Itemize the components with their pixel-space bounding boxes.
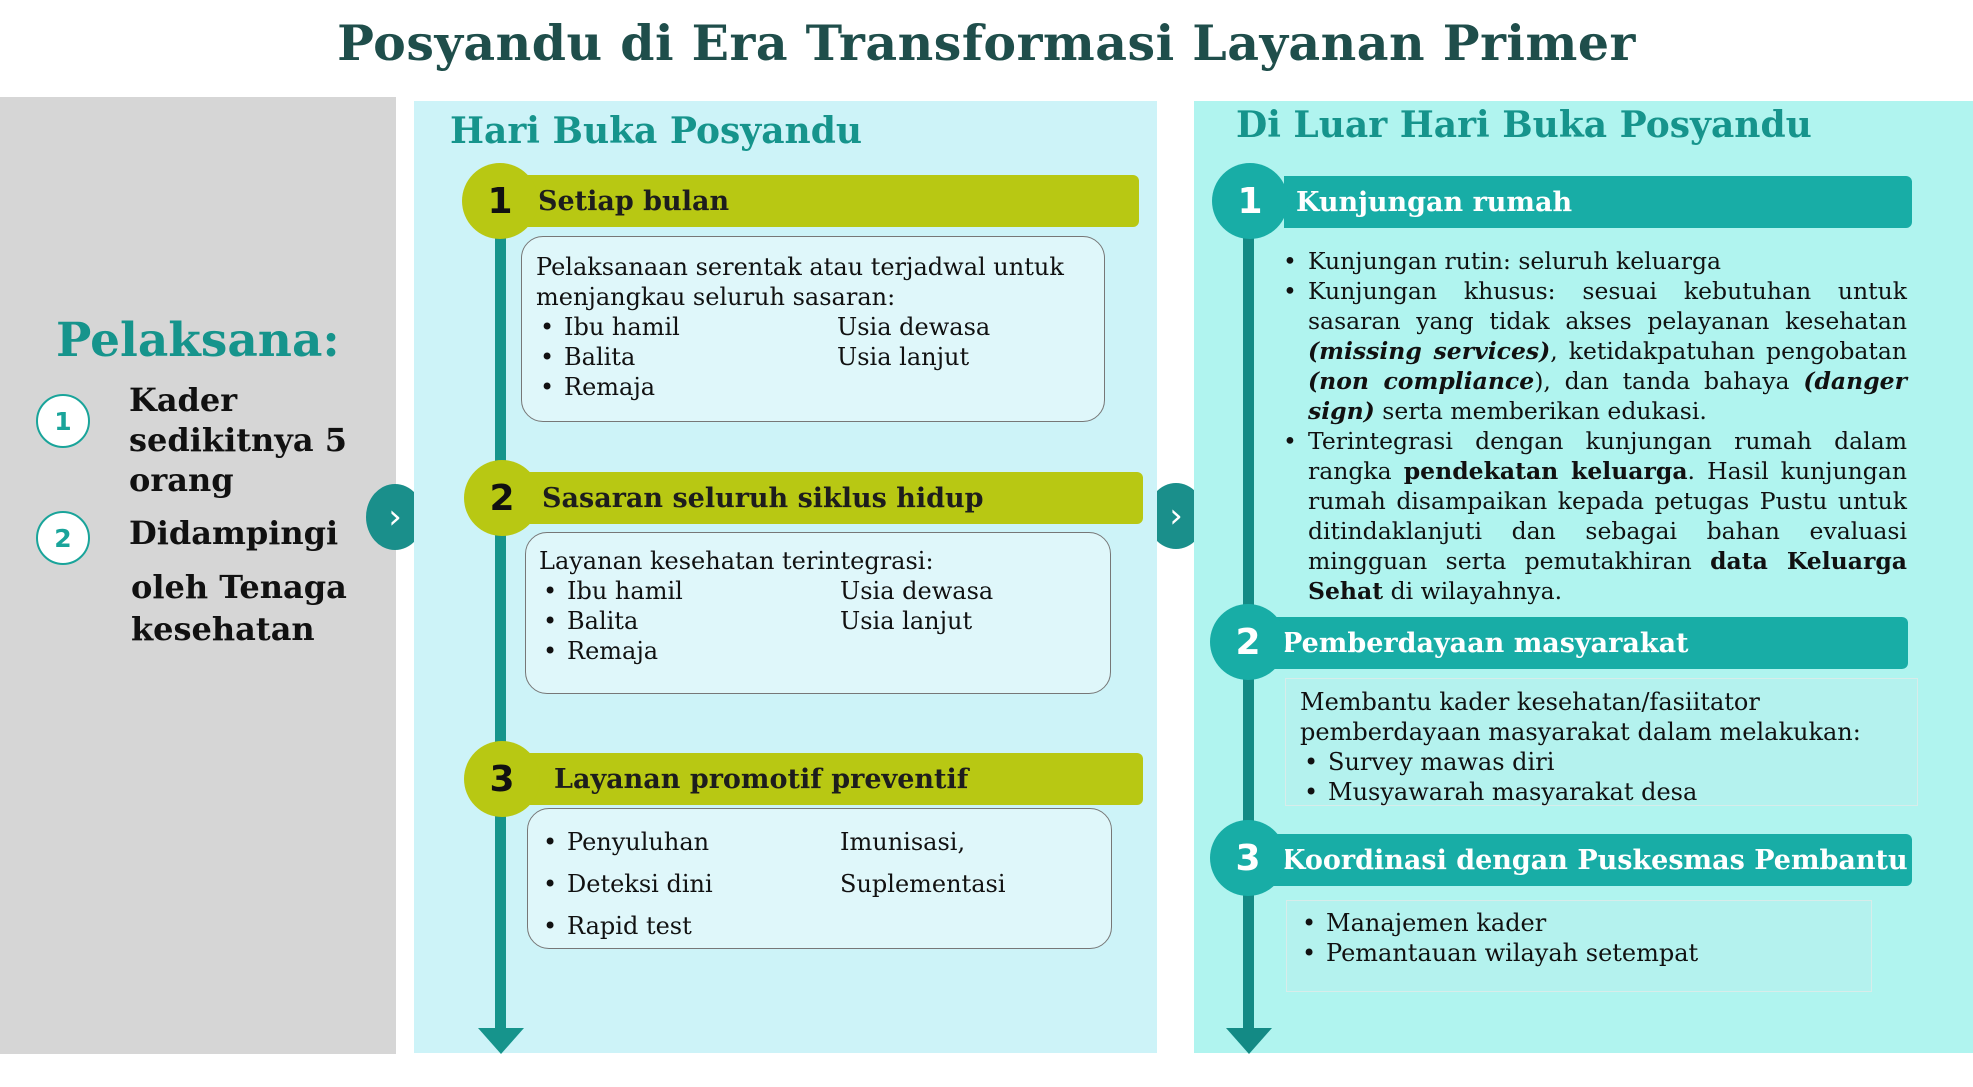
step-3-list-col2: Imunisasi, Suplementasi bbox=[840, 821, 1006, 905]
step-1-intro: Pelaksanaan serentak atau terjadwal untu… bbox=[536, 252, 1064, 312]
list-item: Musyawarah masyarakat desa bbox=[1300, 777, 1697, 807]
step-2-list-col2: Usia dewasa Usia lanjut bbox=[840, 576, 993, 636]
list-item: Remaja bbox=[536, 372, 680, 402]
bullet-text: serta memberikan edukasi. bbox=[1374, 397, 1707, 425]
right-step-1-number: 1 bbox=[1212, 163, 1288, 239]
step-2-intro: Layanan kesehatan terintegrasi: bbox=[539, 546, 934, 576]
list-item: Usia dewasa bbox=[840, 577, 994, 605]
bullet-emphasis: pendekatan keluarga bbox=[1403, 457, 1688, 485]
right-step-3-number: 3 bbox=[1210, 820, 1286, 896]
list-item: Kunjungan khusus: sesuai kebutuhan untuk… bbox=[1279, 276, 1907, 426]
bullet-emphasis: (non compliance bbox=[1308, 367, 1535, 395]
page-title: Posyandu di Era Transformasi Layanan Pri… bbox=[337, 14, 1636, 72]
list-item: Usia dewasa bbox=[837, 313, 991, 341]
pelaksana-item-1-line: orang bbox=[129, 461, 234, 499]
pelaksana-item-2: oleh Tenaga kesehatan bbox=[131, 566, 347, 650]
list-item: Usia lanjut bbox=[837, 343, 970, 371]
list-item: Ibu hamil bbox=[539, 576, 683, 606]
list-item: Imunisasi, bbox=[840, 828, 966, 856]
step-2-list-col1: Ibu hamil Balita Remaja bbox=[539, 576, 683, 666]
timeline-line bbox=[495, 200, 506, 1030]
list-item: Survey mawas diri bbox=[1300, 747, 1697, 777]
pelaksana-item-2-line-a: Didampingi bbox=[129, 514, 339, 552]
right-step-3-list: Manajemen kader Pemantauan wilayah setem… bbox=[1298, 908, 1698, 968]
list-item: Manajemen kader bbox=[1298, 908, 1698, 938]
right-step-1-title-bar: Kunjungan rumah bbox=[1284, 176, 1912, 228]
timeline-arrow-head bbox=[478, 1028, 524, 1054]
right-step-2-intro: Membantu kader kesehatan/fasiitator pemb… bbox=[1300, 687, 1861, 747]
luar-hari-buka-heading: Di Luar Hari Buka Posyandu bbox=[1236, 104, 1812, 146]
list-item: Balita bbox=[536, 342, 680, 372]
right-step-2-intro-line: pemberdayaan masyarakat dalam melakukan: bbox=[1300, 718, 1861, 746]
pelaksana-heading: Pelaksana: bbox=[56, 313, 340, 368]
step-3-title-bar: Layanan promotif preventif bbox=[522, 753, 1143, 805]
right-step-2-title-bar: Pemberdayaan masyarakat bbox=[1270, 617, 1908, 669]
pelaksana-item-1: Kader sedikitnya 5 orang bbox=[129, 380, 347, 500]
pelaksana-number-2: 2 bbox=[36, 511, 90, 565]
bullet-text: Kunjungan khusus: sesuai kebutuhan untuk… bbox=[1308, 277, 1907, 335]
right-step-2-number: 2 bbox=[1210, 604, 1286, 680]
list-item: Rapid test bbox=[539, 905, 713, 947]
bullet-emphasis: (danger sign) bbox=[1308, 367, 1907, 425]
step-3-number: 3 bbox=[464, 741, 540, 817]
step-2-number: 2 bbox=[464, 460, 540, 536]
step-2-intro-line: Layanan kesehatan terintegrasi: bbox=[539, 547, 934, 575]
list-item: Ibu hamil bbox=[536, 312, 680, 342]
bullet-text: . Hasil kunjungan rumah disampaikan kepa… bbox=[1308, 457, 1907, 575]
right-step-1-list: Kunjungan rutin: seluruh keluarga Kunjun… bbox=[1279, 246, 1907, 606]
list-item: Penyuluhan bbox=[539, 821, 713, 863]
step-1-title-bar: Setiap bulan bbox=[520, 175, 1139, 227]
step-1-list-col1: Ibu hamil Balita Remaja bbox=[536, 312, 680, 402]
pelaksana-item-1-line: sedikitnya 5 bbox=[129, 421, 348, 459]
bullet-text: ), dan tanda bahaya bbox=[1534, 367, 1804, 395]
pelaksana-panel bbox=[0, 97, 396, 1054]
bullet-emphasis: data Keluarga Sehat bbox=[1308, 547, 1907, 605]
list-item: Remaja bbox=[539, 636, 683, 666]
list-item: Pemantauan wilayah setempat bbox=[1298, 938, 1698, 968]
step-3-list-col1: Penyuluhan Deteksi dini Rapid test bbox=[539, 821, 713, 947]
bullet-text: Kunjungan rutin: seluruh keluarga bbox=[1308, 247, 1722, 275]
pelaksana-item-1-line: Kader bbox=[129, 381, 238, 419]
bullet-text: Terintegrasi dengan kunjungan rumah dala… bbox=[1308, 427, 1907, 485]
step-1-list-col2: Usia dewasa Usia lanjut bbox=[837, 312, 990, 372]
bullet-emphasis: (missing services) bbox=[1308, 337, 1551, 365]
pelaksana-number-1: 1 bbox=[36, 394, 90, 448]
list-item: Suplementasi bbox=[840, 870, 1006, 898]
right-step-3-title-bar: Koordinasi dengan Puskesmas Pembantu bbox=[1270, 834, 1912, 886]
right-step-2-list: Survey mawas diri Musyawarah masyarakat … bbox=[1300, 747, 1697, 807]
list-item: Balita bbox=[539, 606, 683, 636]
list-item: Usia lanjut bbox=[840, 607, 973, 635]
hari-buka-heading: Hari Buka Posyandu bbox=[450, 110, 863, 152]
bullet-text: , ketidakpatuhan pengobatan bbox=[1550, 337, 1907, 365]
list-item: Deteksi dini bbox=[539, 863, 713, 905]
bullet-text: di wilayahnya. bbox=[1383, 577, 1563, 605]
pelaksana-item-2-line: oleh Tenaga bbox=[131, 568, 347, 606]
step-1-number: 1 bbox=[462, 163, 538, 239]
step-1-intro-line: Pelaksanaan serentak atau terjadwal untu… bbox=[536, 253, 1064, 281]
list-item: Terintegrasi dengan kunjungan rumah dala… bbox=[1279, 426, 1907, 606]
pelaksana-item-2-line: kesehatan bbox=[131, 610, 315, 648]
step-1-intro-line: menjangkau seluruh sasaran: bbox=[536, 283, 896, 311]
timeline-arrow-head bbox=[1226, 1028, 1272, 1054]
step-2-title-bar: Sasaran seluruh siklus hidup bbox=[522, 472, 1143, 524]
list-item: Kunjungan rutin: seluruh keluarga bbox=[1279, 246, 1907, 276]
right-step-2-intro-line: Membantu kader kesehatan/fasiitator bbox=[1300, 688, 1760, 716]
